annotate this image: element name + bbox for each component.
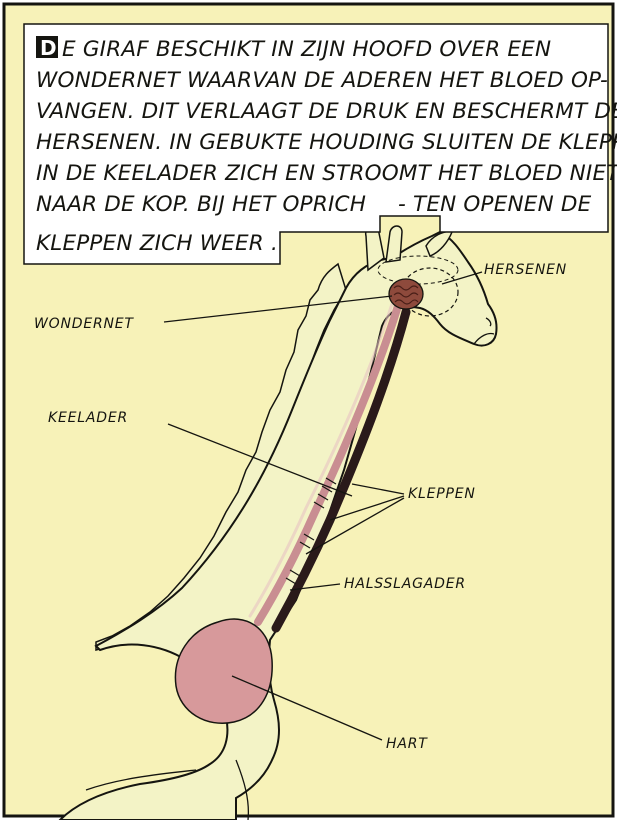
caption-line-6: NAAR DE KOP. BIJ HET OPRICH xyxy=(36,192,366,217)
caption-line-5: IN DE KEELADER ZICH EN STROOMT HET BLOED… xyxy=(36,161,617,186)
caption-line-6-tail: - TEN OPENEN DE xyxy=(398,192,592,217)
caption-line-3: VANGEN. DIT VERLAAGT DE DRUK EN BESCHERM… xyxy=(36,99,617,124)
label-kleppen: KLEPPEN xyxy=(408,486,476,502)
label-hersenen: HERSENEN xyxy=(484,262,567,278)
caption-line-1: E GIRAF BESCHIKT IN ZIJN HOOFD OVER EEN xyxy=(62,37,551,62)
label-hart: HART xyxy=(386,736,428,752)
wondernet-rete xyxy=(389,279,423,309)
caption-line-7: KLEPPEN ZICH WEER . xyxy=(36,231,278,256)
drop-cap: D xyxy=(40,36,57,60)
caption-line-4: HERSENEN. IN GEBUKTE HOUDING SLUITEN DE … xyxy=(36,130,617,155)
label-wondernet: WONDERNET xyxy=(34,316,134,332)
caption-line-2: WONDERNET WAARVAN DE ADEREN HET BLOED OP… xyxy=(36,68,608,93)
caption-box: D E GIRAF BESCHIKT IN ZIJN HOOFD OVER EE… xyxy=(24,24,617,264)
label-keelader: KEELADER xyxy=(48,410,128,426)
label-halsslagader: HALSSLAGADER xyxy=(344,576,466,592)
